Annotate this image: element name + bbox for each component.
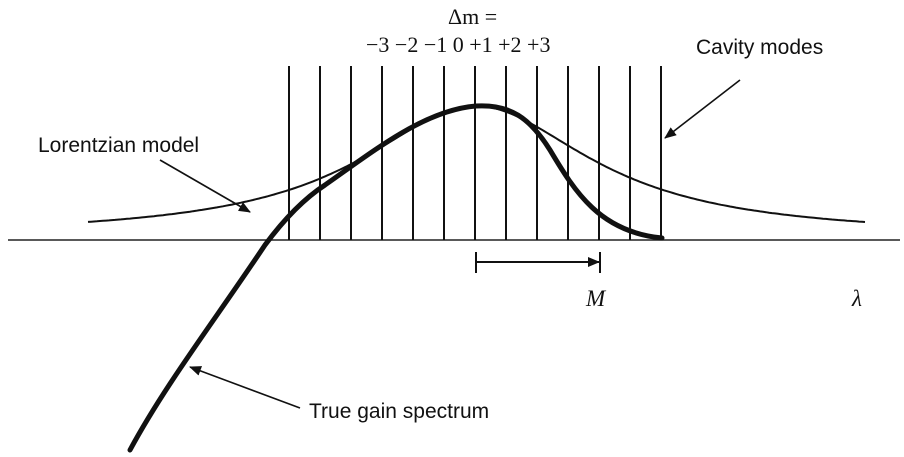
- true-gain-arrow: [189, 366, 301, 409]
- true-gain-spectrum-label: True gain spectrum: [309, 400, 489, 423]
- wavelength-label: λ: [851, 286, 862, 311]
- cavity-mode-lines: [288, 66, 662, 240]
- lorentzian-model-label: Lorentzian model: [38, 134, 199, 157]
- cavity-modes-label: Cavity modes: [696, 36, 823, 59]
- mode-index-labels: −3 −2 −1 0 +1 +2 +3: [366, 32, 550, 57]
- delta-m-label: Δm =: [448, 4, 497, 29]
- lorentzian-arrow: [159, 159, 251, 213]
- true-gain-curve: [127, 103, 665, 453]
- cavity-modes-arrow: [664, 79, 741, 139]
- lorentzian-curve: [87, 105, 866, 223]
- mode-spacing-label: M: [585, 286, 607, 311]
